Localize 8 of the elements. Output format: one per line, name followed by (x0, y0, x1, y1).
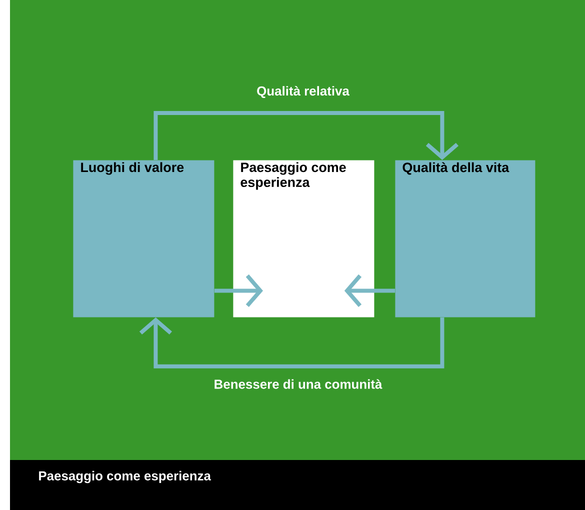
arrow (154, 111, 459, 160)
box: Luoghi di valore (73, 160, 214, 318)
edge-label: Qualità relativa (257, 86, 350, 98)
center-box: Paesaggio come esperienza (233, 160, 374, 318)
caption-bar: Paesaggio come esperienza (10, 460, 585, 510)
arrow (139, 317, 444, 368)
box: Qualità della vita (395, 160, 536, 318)
edge-label: Benessere di una comunità (214, 379, 382, 389)
